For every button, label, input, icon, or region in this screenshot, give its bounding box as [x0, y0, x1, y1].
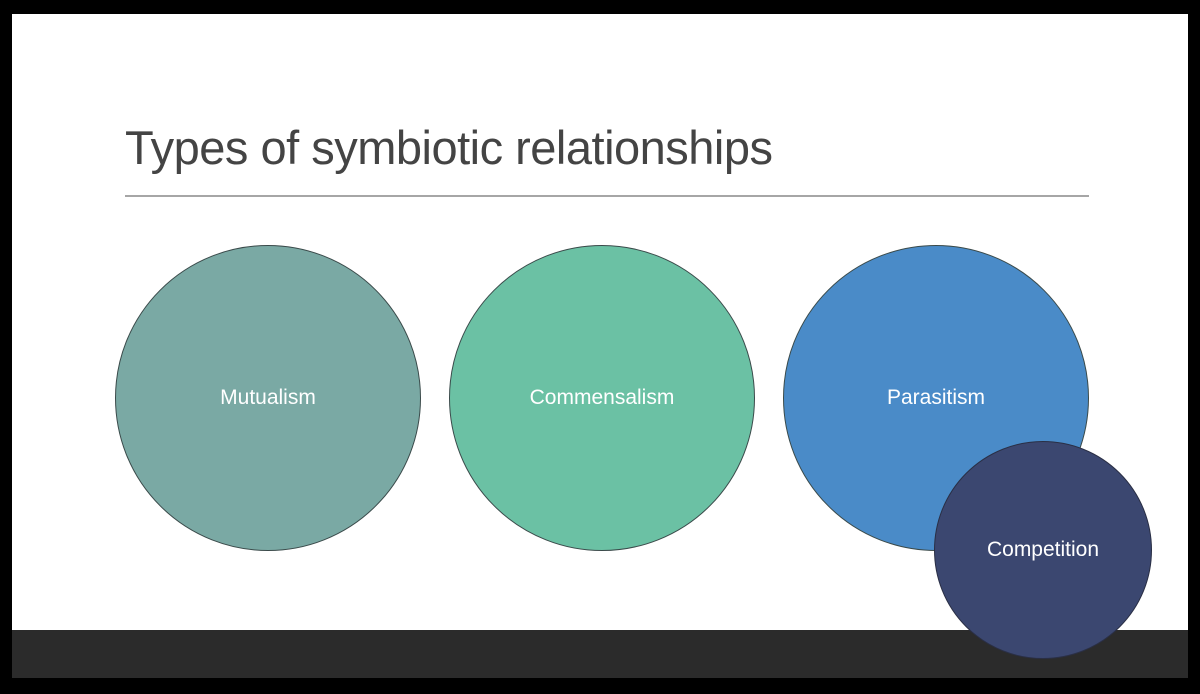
parasitism-label: Parasitism — [886, 386, 986, 409]
mutualism-circle: Mutualism — [115, 245, 421, 551]
commensalism-label: Commensalism — [529, 386, 675, 409]
commensalism-circle: Commensalism — [449, 245, 755, 551]
competition-label: Competition — [986, 538, 1100, 561]
mutualism-label: Mutualism — [220, 386, 316, 409]
title-divider — [125, 195, 1089, 197]
competition-circle: Competition — [934, 441, 1152, 659]
parasitism-circle: Parasitism — [783, 245, 1089, 551]
slide-title: Types of symbiotic relationships — [125, 121, 773, 174]
slide: Types of symbiotic relationships Mutuali… — [12, 14, 1188, 659]
